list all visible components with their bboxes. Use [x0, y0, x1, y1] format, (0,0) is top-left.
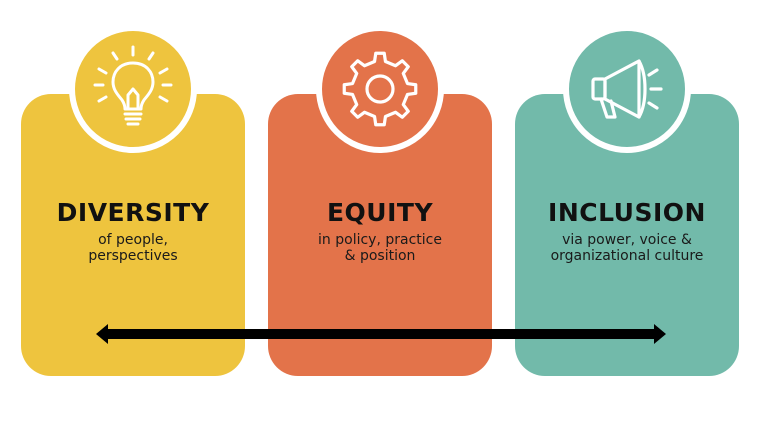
- gear-icon: [342, 51, 418, 127]
- inclusion-title: INCLUSION: [548, 198, 706, 227]
- diversity-title: DIVERSITY: [56, 198, 210, 227]
- equity-icon-circle: [316, 25, 444, 153]
- megaphone-icon: [591, 59, 663, 119]
- inclusion-subtitle-line1: via power, voice &: [562, 232, 692, 248]
- equity-subtitle: in policy, practice & position: [268, 232, 492, 264]
- double-arrow: [96, 324, 666, 344]
- diversity-icon-circle: [69, 25, 197, 153]
- diversity-subtitle: of people, perspectives: [21, 232, 245, 264]
- equity-subtitle-line1: in policy, practice: [318, 232, 442, 248]
- diversity-subtitle-line2: perspectives: [88, 248, 178, 264]
- inclusion-icon-circle: [563, 25, 691, 153]
- equity-subtitle-line2: & position: [344, 248, 416, 264]
- diversity-subtitle-line1: of people,: [98, 232, 168, 248]
- inclusion-subtitle-line2: organizational culture: [550, 248, 704, 264]
- equity-title: EQUITY: [326, 198, 434, 227]
- inclusion-subtitle: via power, voice & organizational cultur…: [515, 232, 739, 264]
- lightbulb-icon: [93, 45, 173, 126]
